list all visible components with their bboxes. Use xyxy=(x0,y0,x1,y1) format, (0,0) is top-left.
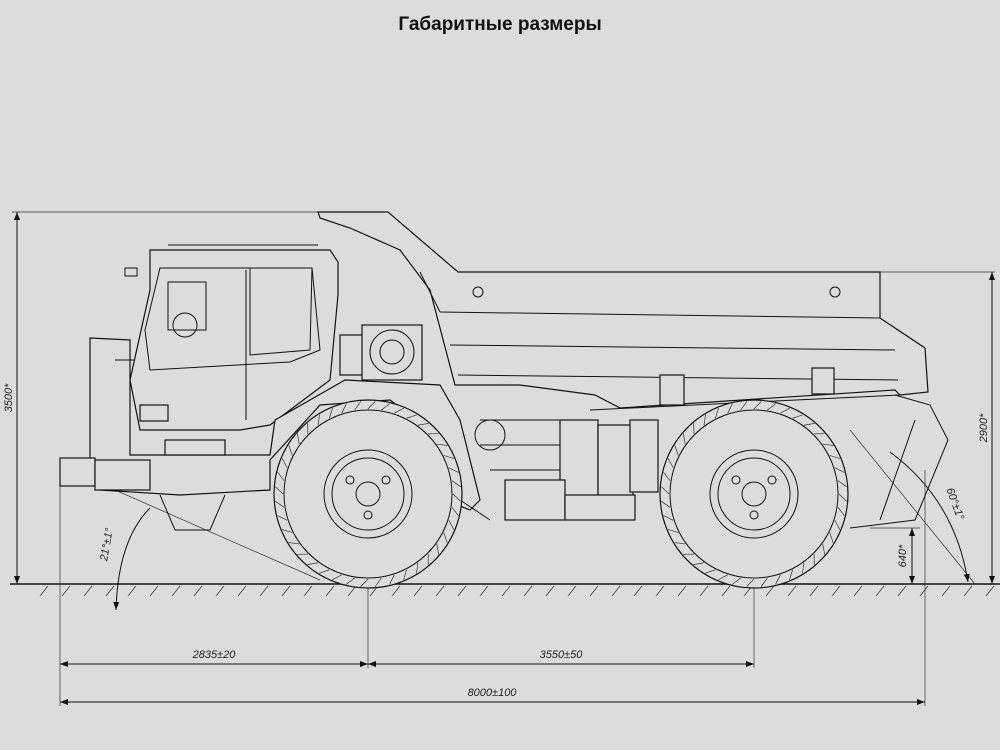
dump-body xyxy=(317,211,949,529)
rear-clearance-label: 640* xyxy=(897,544,909,567)
dump-angle-marker xyxy=(849,429,976,585)
side-height-label: 2900* xyxy=(978,413,990,443)
front-wheel xyxy=(273,399,463,589)
front-hood xyxy=(59,324,481,531)
rear-wheel xyxy=(659,399,849,589)
ground-line xyxy=(10,583,1000,597)
overall-height-label: 3500* xyxy=(3,383,15,412)
wheelbase-label: 3550±50 xyxy=(540,649,584,661)
page-title: Габаритные размеры xyxy=(398,14,602,35)
overall-length-label: 8000±100 xyxy=(468,687,518,699)
front-overhang-label: 2835±20 xyxy=(192,649,237,661)
approach-angle-marker xyxy=(113,489,321,611)
horizontal-dimensions xyxy=(60,661,925,705)
vertical-dimensions xyxy=(14,212,995,584)
approach-angle-label: 21°±1° xyxy=(98,527,116,563)
cab xyxy=(124,244,339,431)
chassis xyxy=(459,419,659,521)
